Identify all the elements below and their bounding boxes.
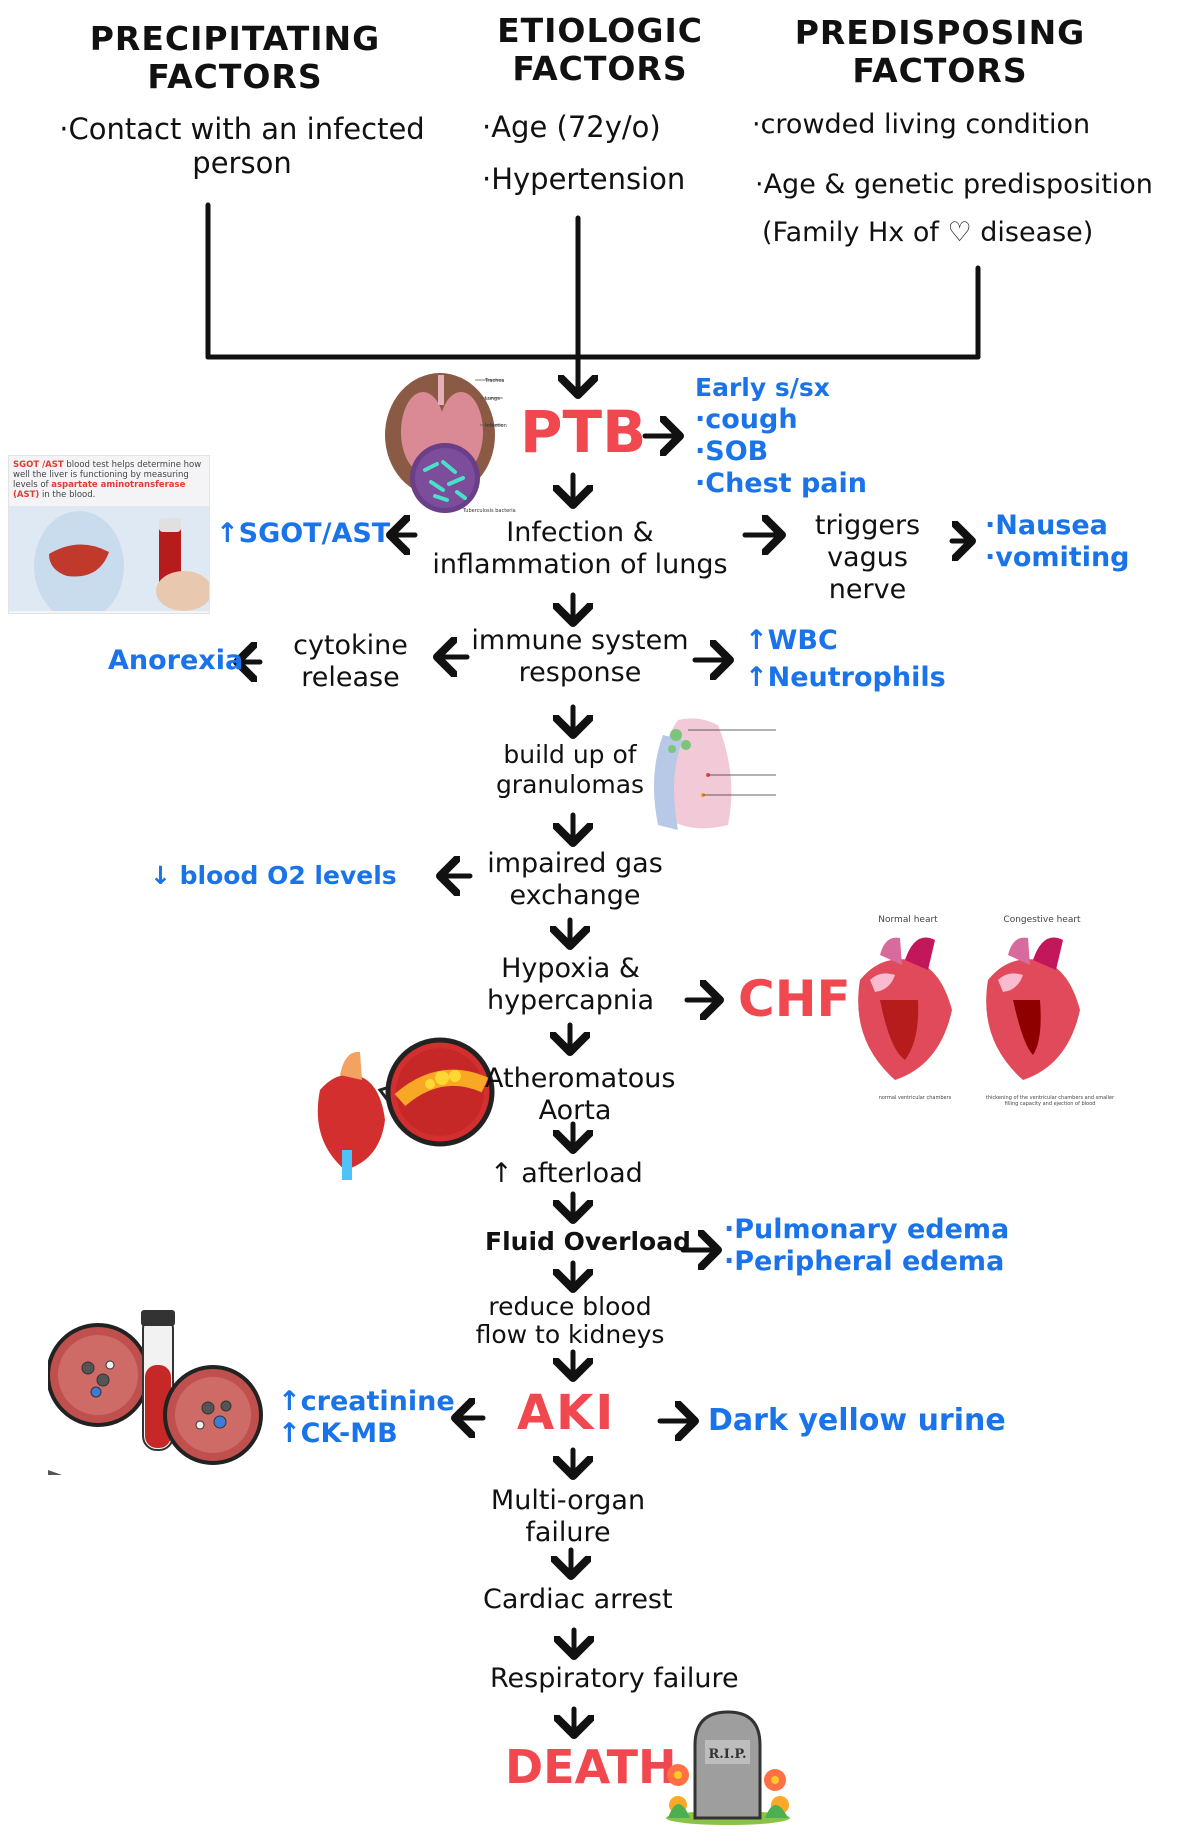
aorta-label: Atheromatous Aorta [485,1063,676,1126]
peripheral-edema-label: ·Peripheral edema [724,1246,1005,1277]
hypoxia-label: Hypoxia & hypercapnia [486,953,655,1016]
aki-label: AKI [517,1385,616,1441]
anorexia-label: Anorexia [108,645,244,676]
precipitating-item: ·Contact with an infected person [59,112,425,180]
lung-label-infection: Infection [485,423,507,429]
sgot-ast-label: ↑SGOT/AST [216,518,391,549]
lab-test-illustration [48,1310,263,1475]
predisposing-item-age: ·Age & genetic predisposition [755,169,1153,200]
etiologic-item-hypertension: ·Hypertension [482,162,686,196]
predisposing-title: PREDISPOSING FACTORS [794,13,1086,90]
early-sx-chest-pain: ·Chest pain [695,468,868,499]
early-sx-title: Early s/sx [695,373,830,402]
heart-comparison-figure: Normal heart Congestive heart normal ven… [840,915,1140,1115]
cardiac-arrest-label: Cardiac arrest [483,1584,673,1615]
chf-label: CHF [738,970,851,1028]
infection-label: Infection & inflammation of lungs [432,517,728,580]
respiratory-failure-label: Respiratory failure [490,1663,739,1694]
gas-exchange-label: impaired gas exchange [487,848,663,911]
creatinine-label: ↑creatinine [278,1386,455,1417]
etiologic-title: ETIOLOGIC FACTORS [497,11,703,88]
aorta-illustration [317,1037,495,1180]
predisposing-item-crowded: ·crowded living condition [752,109,1091,140]
normal-heart-title: Normal heart [878,915,938,925]
dark-urine-label: Dark yellow urine [708,1403,1006,1438]
vomiting-label: ·vomiting [985,542,1130,573]
wbc-label: ↑WBC [745,625,838,656]
ckmb-label: ↑CK-MB [278,1418,398,1449]
afterload-label: ↑ afterload [490,1158,643,1189]
normal-heart-caption: normal ventricular chambers [878,1095,952,1101]
tombstone-illustration: R.I.P. [666,1710,790,1825]
immune-response-label: immune system response [471,625,689,688]
vagus-nerve-label: triggers vagus nerve [814,510,921,605]
multi-organ-label: Multi-organ failure [490,1485,646,1548]
lung-label-lungs: Lungs [485,396,500,402]
congestive-heart-caption: thickening of the ventricular chambers a… [985,1095,1115,1107]
pulmonary-edema-label: ·Pulmonary edema [724,1214,1010,1245]
heart-pair-illustration [858,937,1080,1080]
early-sx-sob: ·SOB [695,436,769,467]
sgot-card-text: SGOT /AST blood test helps determine how… [13,460,202,500]
cytokine-label: cytokine release [293,630,408,693]
precipitating-title: PRECIPITATING FACTORS [89,19,381,96]
granulomas-label: build up of granulomas [495,740,645,799]
lungs-illustration: Trachea Lungs Infection Tuberculosis bac… [385,373,516,514]
granuloma-lung-illustration [648,715,783,837]
predisposing-item-family: (Family Hx of ♡ disease) [762,217,1094,248]
ptb-label: PTB [520,398,647,466]
sgot-info-card: SGOT /AST blood test helps determine how… [8,455,210,614]
fluid-overload-label: Fluid Overload [485,1227,691,1256]
congestive-heart-title: Congestive heart [1003,915,1081,925]
lung-label-trachea: Trachea [484,378,505,384]
death-label: DEATH [505,1740,677,1794]
nausea-label: ·Nausea [985,510,1108,541]
blood-o2-label: ↓ blood O2 levels [150,861,397,890]
tombstone-text: R.I.P. [708,1747,746,1762]
etiologic-item-age: ·Age (72y/o) [482,110,661,144]
liver-test-illustration [9,506,209,611]
early-sx-cough: ·cough [695,404,798,435]
lung-label-bacteria: Tuberculosis bacteria [462,508,516,514]
kidney-flow-label: reduce blood flow to kidneys [475,1292,665,1349]
neutrophils-label: ↑Neutrophils [745,662,946,693]
